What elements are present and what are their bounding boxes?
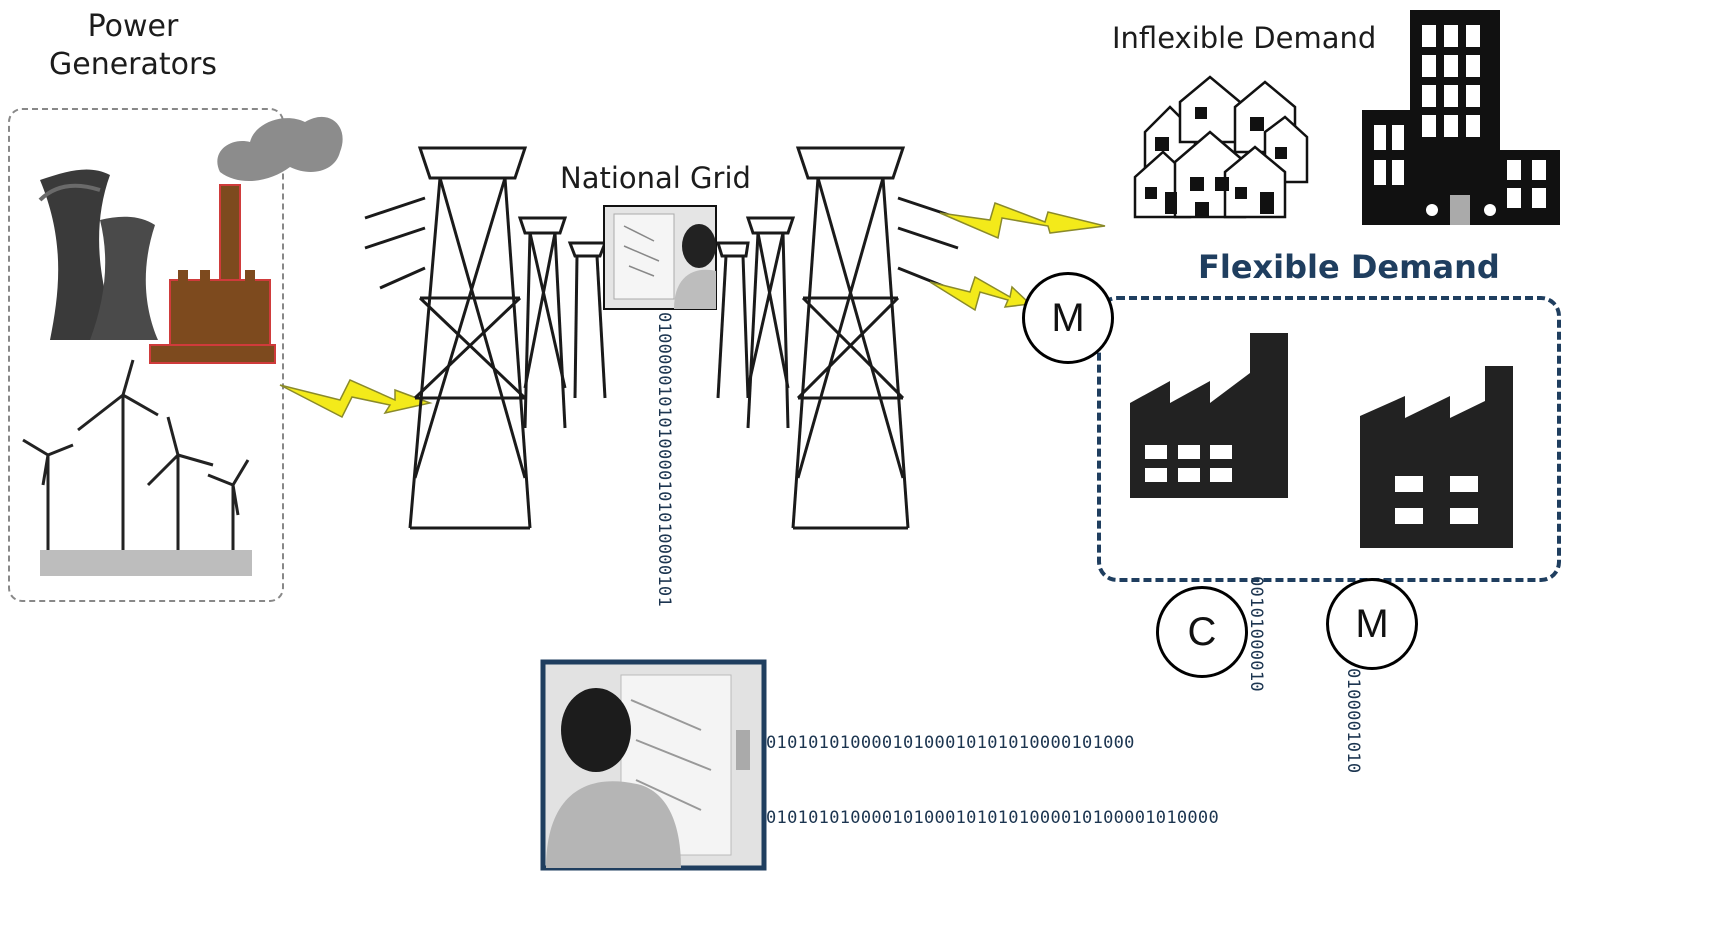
lightning-bolt-upper-icon	[939, 202, 1106, 240]
binary-stream-horizontal-top: 01010101000010100010101010000101000	[766, 733, 1135, 753]
cooling-towers-icon	[38, 169, 158, 340]
transmission-towers-right-icon	[715, 146, 959, 530]
houses-icon	[1133, 75, 1309, 219]
lightning-bolt-icon	[279, 379, 433, 419]
wind-turbines-icon	[22, 359, 252, 576]
binary-stream-grid: 0100000101010000101010000101	[654, 312, 674, 607]
national-grid-label: National Grid	[560, 161, 751, 195]
meter-badge-top: M	[1022, 272, 1114, 364]
flexible-demand-label: Flexible Demand	[1198, 248, 1500, 286]
controller-badge: C	[1156, 586, 1248, 678]
factory-icon-second	[1360, 366, 1513, 548]
power-generators-group	[8, 108, 284, 602]
factory-icon	[1130, 333, 1288, 498]
binary-stream-controller: 00101000010	[1246, 576, 1266, 692]
meter-badge-bottom: M	[1326, 578, 1418, 670]
inflexible-demand-label: Inflexible Demand	[1112, 21, 1377, 55]
flexible-demand-group	[1097, 296, 1561, 582]
transmission-towers-left-icon	[364, 146, 608, 530]
factory-chimney-icon	[149, 184, 276, 364]
lightning-bolt-lower-icon	[929, 275, 1032, 312]
aggregator-operator-photo	[540, 659, 767, 871]
power-generators-label: Power Generators	[49, 9, 217, 82]
binary-stream-horizontal-bottom: 0101010100001010001010101000010100001010…	[766, 808, 1219, 828]
binary-stream-meter: 0100001010	[1343, 668, 1363, 774]
grid-operator-photo	[603, 205, 717, 310]
smoke-cloud-icon	[217, 116, 343, 182]
office-building-icon	[1362, 10, 1560, 225]
